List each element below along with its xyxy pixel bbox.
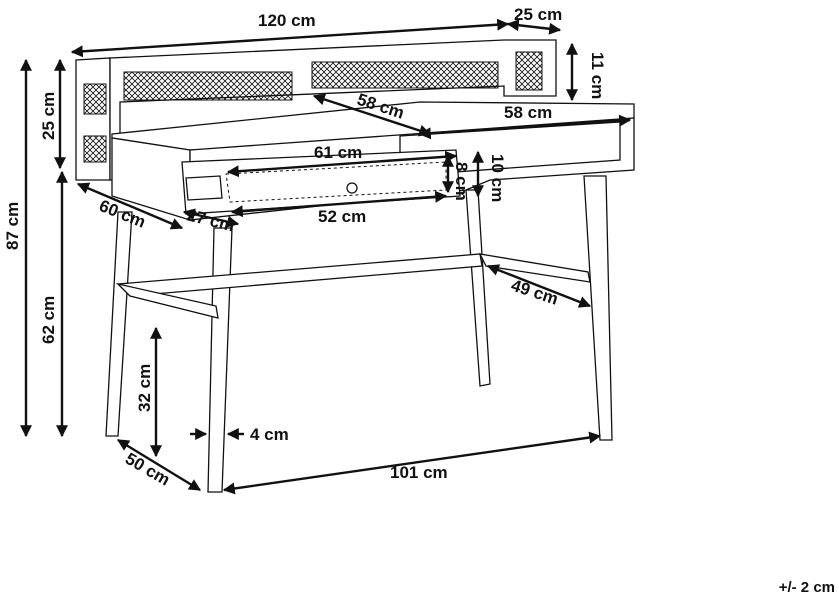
leg-depth-line <box>116 438 202 492</box>
right-stretcher <box>478 253 591 283</box>
label-shelf-height: 11 cm <box>588 52 607 99</box>
side-stretcher <box>115 282 219 319</box>
label-leg-span: 101 cm <box>390 463 448 482</box>
overall-width-line <box>70 18 510 58</box>
leg-span-line <box>222 431 602 495</box>
label-upper-height: 25 cm <box>39 92 58 140</box>
cane-panel-left <box>123 71 293 101</box>
label-stretcher-height: 32 cm <box>135 364 154 412</box>
drawer-knob <box>346 182 358 194</box>
base-depth-line <box>486 264 592 308</box>
back-right-leg <box>583 175 613 441</box>
inner-depth-line <box>312 93 432 137</box>
label-drawer-height: 10 cm <box>488 154 507 202</box>
top-depth-line <box>506 19 562 35</box>
label-leg-depth: 50 cm <box>122 449 173 490</box>
drawer-width-line <box>226 150 458 178</box>
label-drawer-inner-height: 8 cm <box>452 162 471 201</box>
label-base-depth: 49 cm <box>509 276 561 309</box>
tolerance-note: +/- 2 cm <box>778 579 835 596</box>
label-leg-width: 4 cm <box>250 425 289 444</box>
back-stretcher <box>116 253 483 297</box>
inner-width-line <box>418 114 632 140</box>
cane-panel-center <box>311 61 499 89</box>
drawer-inner-width-line <box>230 190 448 218</box>
drawer-rail <box>185 175 223 201</box>
label-inner-width: 58 cm <box>504 103 552 122</box>
label-drawer-width: 61 cm <box>314 143 362 162</box>
label-overall-width: 120 cm <box>258 11 316 30</box>
cane-panel-right <box>515 51 543 91</box>
back-left-leg <box>465 189 491 387</box>
front-right-leg <box>207 227 233 493</box>
drawer-depth-line <box>182 208 240 228</box>
label-top-depth: 25 cm <box>514 5 562 24</box>
dimension-lines <box>20 18 632 495</box>
label-total-height: 87 cm <box>3 202 22 250</box>
front-left-back-leg <box>105 211 133 437</box>
label-drawer-inner-width: 52 cm <box>318 207 366 226</box>
label-desk-height: 62 cm <box>39 296 58 344</box>
desk-depth-line <box>76 182 184 230</box>
